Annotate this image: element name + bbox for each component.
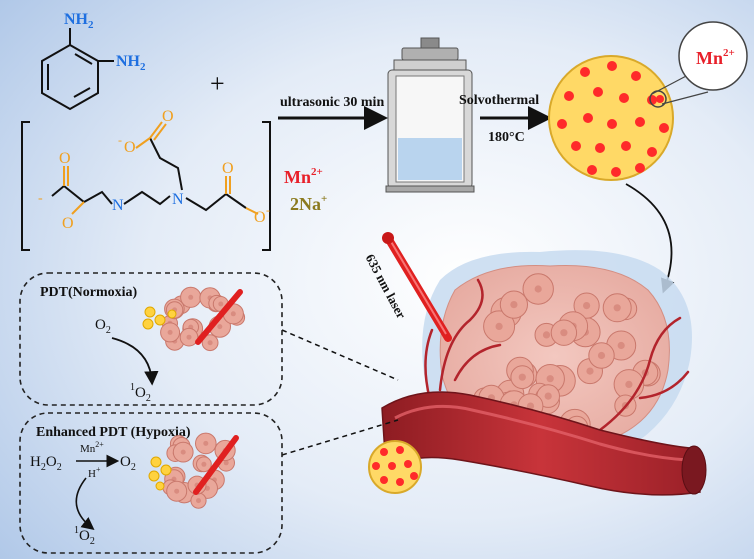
hypoxia-laser [193, 435, 239, 495]
cell-nucleus [617, 341, 625, 350]
zoom-circle [678, 21, 748, 91]
process-step1-label: ultrasonic 30 min [280, 95, 384, 110]
connector-normoxia [281, 329, 399, 381]
edta-oxygen-6: O [254, 209, 266, 226]
o-phenylenediamine-structure [41, 28, 114, 111]
cell-nucleus [542, 331, 551, 339]
cell-nucleus [203, 440, 209, 446]
edta-charge-1: - [38, 191, 43, 206]
cell-nucleus [586, 367, 594, 375]
cell-nucleus [207, 340, 213, 346]
hypoxia-acid: H+ [88, 465, 101, 480]
amine-label-2: NH2 [116, 53, 146, 73]
cell-nucleus [218, 301, 224, 307]
cell-nucleus [223, 460, 229, 466]
hypoxia-arrow [75, 477, 95, 530]
circulating-nanoparticle [368, 440, 422, 494]
normoxia-product: 1O2 [130, 382, 151, 404]
zoom-source-circle [649, 90, 667, 108]
process-step2-temp: 180°C [488, 130, 525, 145]
cell-nucleus [526, 402, 535, 410]
edta-oxygen-2: O [62, 215, 74, 232]
normoxia-reactant: O2 [95, 317, 111, 336]
blood-vessel [381, 391, 707, 496]
cell-nucleus [625, 380, 633, 388]
cell-nucleus [510, 301, 518, 309]
hypoxia-product: 1O2 [74, 525, 95, 547]
cell-nucleus [174, 488, 180, 494]
panel-normoxia [19, 272, 283, 406]
cell-nucleus [196, 498, 201, 504]
laser-fiber [382, 232, 452, 342]
cell-nucleus [534, 285, 542, 293]
nanoparticle [548, 55, 674, 181]
panel-hypoxia [19, 412, 283, 554]
cell-nucleus [560, 329, 568, 337]
cell-nucleus [518, 373, 526, 381]
edta-oxygen-3: O [162, 108, 174, 125]
edta-oxygen-5: O [222, 160, 234, 177]
edta-oxygen-4: O [124, 139, 136, 156]
zoom-label: Mn2+ [696, 47, 735, 68]
edta-oxygen-1: O [59, 150, 71, 167]
cell-nucleus [546, 375, 554, 383]
cell-nucleus [613, 304, 621, 312]
cell-nucleus [230, 311, 236, 317]
plus-sign: + [210, 69, 225, 98]
cell-nucleus [544, 392, 552, 400]
hypoxia-oxygen: O2 [120, 454, 136, 473]
hypoxia-catalyst: Mn2+ [80, 440, 104, 455]
normoxia-nanoparticles [142, 306, 177, 330]
cell-nucleus [217, 324, 223, 330]
normoxia-laser [195, 289, 243, 345]
amine-label-1: NH2 [64, 11, 94, 31]
cell-nucleus [583, 302, 591, 310]
edta-carbonyl-bonds [63, 121, 259, 215]
normoxia-arrow [111, 337, 159, 386]
metal-ion-label: Mn2+ [284, 166, 323, 187]
process-step2-label: Solvothermal [459, 93, 539, 108]
counter-ion-label: 2Na+ [290, 193, 327, 214]
cell-nucleus [188, 294, 194, 300]
edta-charge-2: - [118, 133, 122, 147]
autoclave-reactor [385, 37, 475, 193]
zoom-line-2 [661, 91, 709, 105]
cell-nucleus [167, 329, 173, 335]
cell-nucleus [495, 322, 503, 330]
edta-nitrogen-1: N [112, 197, 124, 214]
hypoxia-reactant: H2O2 [30, 454, 62, 473]
edta-nitrogen-2: N [172, 191, 184, 208]
edta-bracket [21, 121, 271, 251]
edta-charge-3: - [266, 203, 270, 217]
panel-hypoxia-title: Enhanced PDT (Hypoxia) [36, 425, 191, 440]
cell-nucleus [597, 351, 606, 360]
hypoxia-nanoparticles [148, 456, 172, 491]
panel-normoxia-title: PDT(Normoxia) [40, 285, 138, 300]
cell-nucleus [201, 461, 207, 467]
connector-hypoxia [281, 419, 399, 456]
cell-nucleus [186, 334, 192, 340]
cell-nucleus [180, 449, 186, 455]
delivery-arrow [625, 183, 675, 294]
hypoxia-cell-cluster [162, 432, 236, 509]
